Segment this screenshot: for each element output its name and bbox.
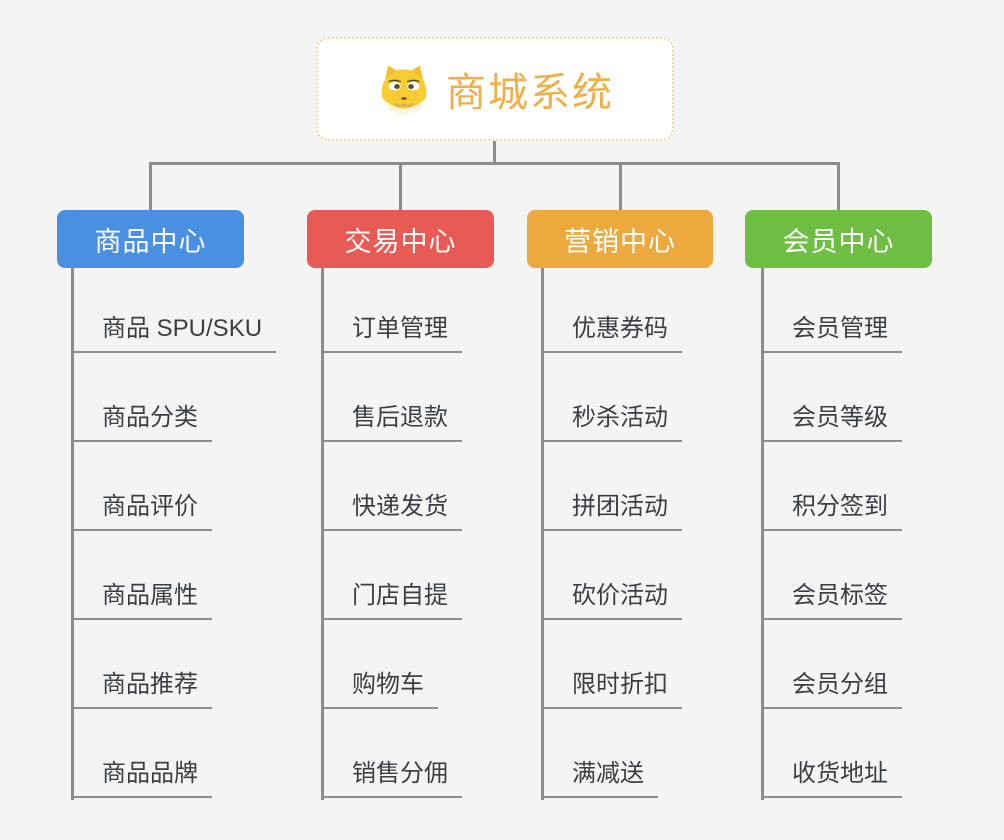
leaf-node[interactable]: 积分签到 (764, 490, 902, 531)
leaf-node[interactable]: 商品品牌 (74, 757, 212, 798)
leaf-node[interactable]: 订单管理 (324, 312, 462, 353)
leaf-node[interactable]: 商品推荐 (74, 668, 212, 709)
branch-node-trade-center[interactable]: 交易中心 (307, 210, 494, 268)
connector-drop-1 (149, 162, 152, 210)
leaf-node[interactable]: 优惠券码 (544, 312, 682, 353)
branch-children-trade-center: 订单管理 售后退款 快递发货 门店自提 购物车 销售分佣 (321, 268, 601, 800)
branch-node-marketing-center[interactable]: 营销中心 (527, 210, 713, 268)
branch-node-product-center[interactable]: 商品中心 (57, 210, 244, 268)
leaf-node[interactable]: 拼团活动 (544, 490, 682, 531)
leaf-node[interactable]: 销售分佣 (324, 757, 462, 798)
root-title: 商城系统 (446, 71, 614, 115)
branch-node-member-center[interactable]: 会员中心 (745, 210, 932, 268)
leaf-node[interactable]: 秒杀活动 (544, 401, 682, 442)
leaf-node[interactable]: 会员管理 (764, 312, 902, 353)
leaf-node[interactable]: 快递发货 (324, 490, 462, 531)
leaf-node[interactable]: 商品 SPU/SKU (74, 312, 277, 353)
root-node[interactable]: 商城系统 (316, 37, 674, 141)
connector-drop-2 (399, 162, 402, 210)
branch-children-member-center: 会员管理 会员等级 积分签到 会员标签 会员分组 收货地址 (761, 268, 1004, 800)
leaf-node[interactable]: 商品属性 (74, 579, 212, 620)
leaf-node[interactable]: 购物车 (324, 668, 438, 709)
branch-children-product-center: 商品 SPU/SKU 商品分类 商品评价 商品属性 商品推荐 商品品牌 (71, 268, 351, 800)
leaf-node[interactable]: 会员等级 (764, 401, 902, 442)
leaf-node[interactable]: 收货地址 (764, 757, 902, 798)
leaf-node[interactable]: 商品分类 (74, 401, 212, 442)
leaf-node[interactable]: 砍价活动 (544, 579, 682, 620)
connector-root-trunk (493, 141, 496, 163)
connector-drop-4 (837, 162, 840, 210)
leaf-node[interactable]: 满减送 (544, 757, 658, 798)
leaf-node[interactable]: 门店自提 (324, 579, 462, 620)
branch-children-marketing-center: 优惠券码 秒杀活动 拼团活动 砍价活动 限时折扣 满减送 (541, 268, 821, 800)
leaf-node[interactable]: 限时折扣 (544, 668, 682, 709)
leaf-node[interactable]: 会员分组 (764, 668, 902, 709)
leaf-node[interactable]: 商品评价 (74, 490, 212, 531)
leaf-node[interactable]: 会员标签 (764, 579, 902, 620)
connector-rail (149, 162, 840, 165)
connector-drop-3 (619, 162, 622, 210)
doge-icon (381, 65, 427, 115)
leaf-node[interactable]: 售后退款 (324, 401, 462, 442)
